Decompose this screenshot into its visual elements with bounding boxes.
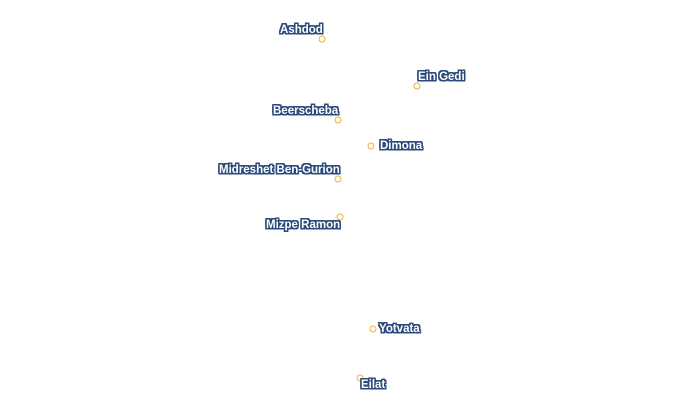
place-label-beerscheba: Beerscheba [273,105,339,117]
place-marker-eilat[interactable] [356,374,364,382]
place-label-ashdod: Ashdod [280,24,323,36]
place-marker-mizpe-ramon[interactable] [336,213,344,221]
place-label-midreshet-ben-gurion: Midreshet Ben-Gurion [219,164,340,176]
place-marker-ein-gedi[interactable] [413,82,421,90]
place-label-ein-gedi: Ein Gedi [418,71,465,83]
place-label-dimona: Dimona [380,140,423,152]
place-label-eilat: Eilat [361,379,386,391]
place-label-yotvata: Yotvata [379,323,420,335]
place-marker-dimona[interactable] [367,142,375,150]
place-marker-midreshet-ben-gurion[interactable] [334,175,342,183]
place-marker-ashdod[interactable] [318,35,326,43]
place-marker-beerscheba[interactable] [334,116,342,124]
place-marker-yotvata[interactable] [369,325,377,333]
place-label-mizpe-ramon: Mizpe Ramon [266,219,341,231]
